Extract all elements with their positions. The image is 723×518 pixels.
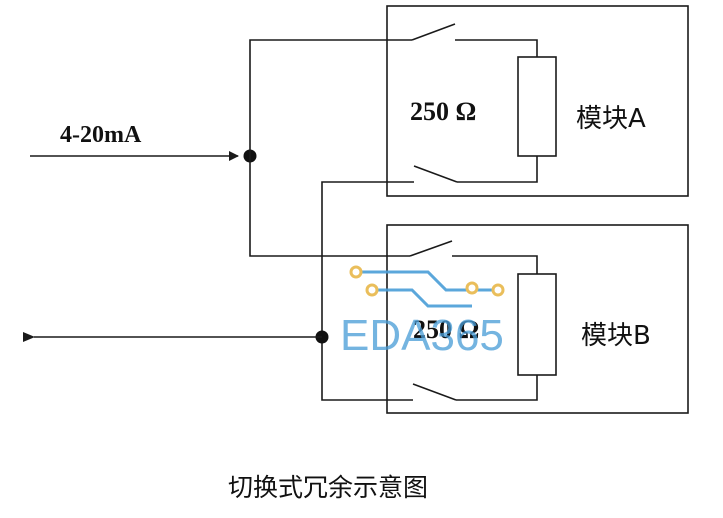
module-a-bottom-switch (413, 165, 458, 183)
watermark-logo: EDA365 (340, 265, 505, 360)
wire-input-to-module-b (249, 156, 410, 257)
module-a-bottom-wire (457, 156, 538, 183)
module-b-box (386, 224, 689, 414)
module-b-name: 模块B (581, 321, 651, 351)
module-b-resistor (517, 273, 557, 376)
module-b-bottom-wire (456, 375, 538, 401)
module-b-top-switch (409, 240, 453, 257)
wire-input-to-module-a (249, 39, 412, 156)
module-a-resistor-label: 250 Ω (410, 97, 476, 126)
module-b-resistor-label: 250 Ω (413, 315, 479, 344)
module-a-resistor (517, 56, 557, 157)
input-label: 4-20mA (60, 122, 142, 148)
wire-module-a-to-output (321, 181, 414, 337)
module-a-top-wire (455, 39, 538, 57)
diagram-caption: 切换式冗余示意图 (228, 473, 428, 502)
wire-module-b-to-output (321, 337, 413, 401)
module-a-name: 模块A (576, 104, 646, 134)
module-a-top-switch (411, 23, 456, 41)
module-b-top-wire (452, 255, 538, 274)
watermark-text: EDA365 (340, 311, 504, 360)
module-b-bottom-switch (412, 383, 457, 401)
module-a-box (386, 5, 689, 197)
